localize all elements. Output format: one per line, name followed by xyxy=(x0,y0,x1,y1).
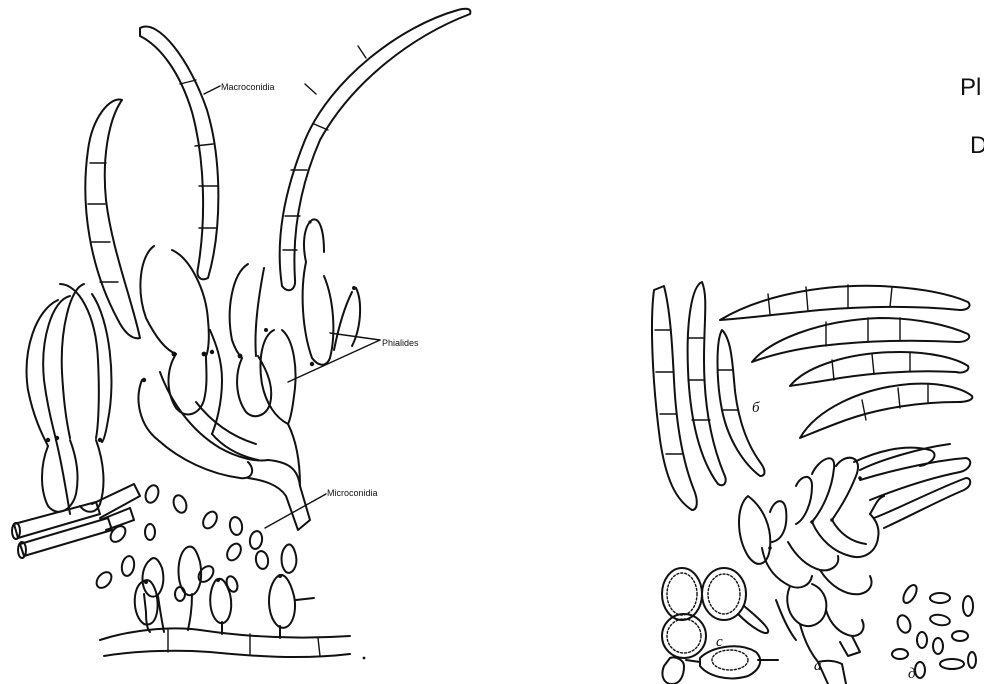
macroconidium-center xyxy=(140,27,218,280)
right-macroconidium-2 xyxy=(688,282,726,485)
central-conidiophore xyxy=(139,219,361,530)
macroconidia-label: Macroconidia xyxy=(221,82,275,92)
clipped-text-line-2: D xyxy=(970,132,984,160)
letter-c: c xyxy=(716,634,723,650)
clipped-text-line-1: Pl xyxy=(960,74,981,102)
chlamydospores xyxy=(662,568,778,684)
microconidia xyxy=(94,483,270,593)
macroconidium-left xyxy=(85,100,140,339)
letter-b: б xyxy=(752,400,760,416)
microconidia-label: Microconidia xyxy=(327,488,378,498)
right-figure: б c a д xyxy=(652,282,976,684)
right-microconidia xyxy=(892,583,976,678)
letter-a: a xyxy=(814,658,822,674)
right-macroconidium-h4 xyxy=(800,384,972,438)
bottom-hypha xyxy=(100,544,365,659)
letter-d: д xyxy=(908,666,916,682)
macroconidium-right xyxy=(280,9,471,290)
left-figure: Macroconidia Phialides Microconidia xyxy=(12,9,470,660)
right-macroconidium-h1 xyxy=(720,285,970,320)
right-macroconidium-h3 xyxy=(790,352,968,386)
right-conidiophore xyxy=(739,444,970,684)
phialides-label: Phialides xyxy=(382,338,419,348)
